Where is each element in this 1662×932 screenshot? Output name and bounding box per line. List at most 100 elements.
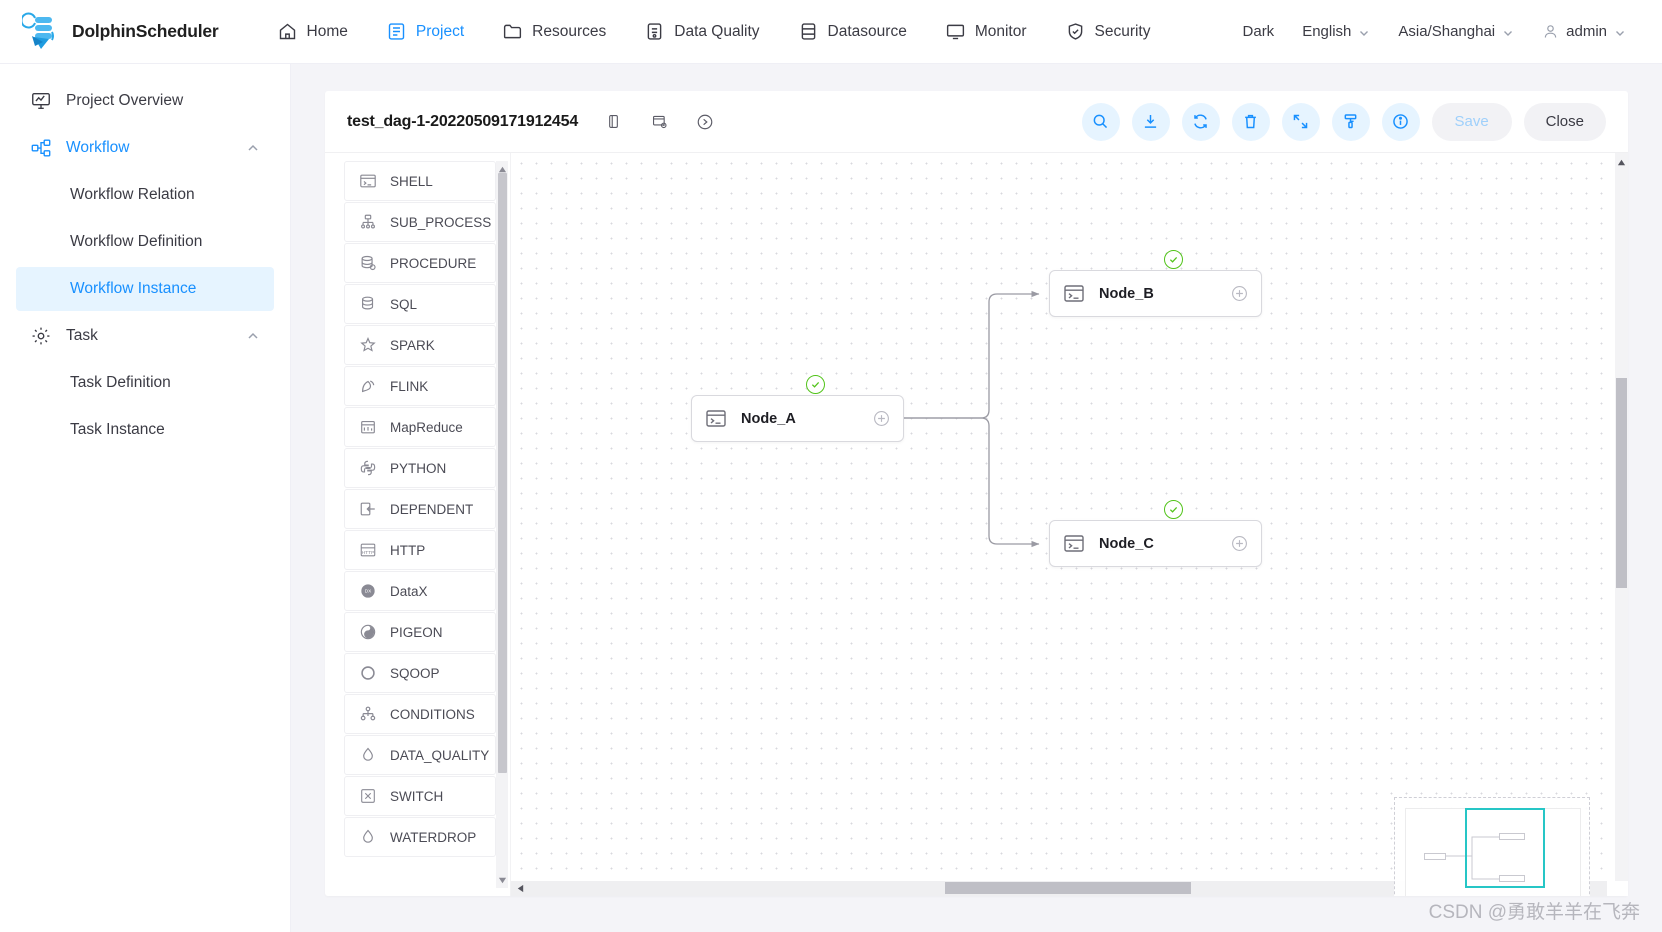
dag-name-label: test_dag-1-20220509171912454 xyxy=(347,112,579,130)
user-menu[interactable]: admin xyxy=(1528,17,1640,46)
copy-icon[interactable] xyxy=(602,111,624,133)
dag-node-node-a[interactable]: Node_A xyxy=(691,395,904,442)
sidebar-item-task-instance-label: Task Instance xyxy=(70,421,165,438)
palette-item-sqoop[interactable]: SQOOP xyxy=(344,653,496,693)
palette-item-waterdrop[interactable]: WATERDROP xyxy=(344,817,496,857)
palette-item-datax-label: DataX xyxy=(390,583,428,599)
nav-item-datasource[interactable]: Datasource xyxy=(780,13,925,50)
canvas-scroll-left-icon[interactable] xyxy=(514,882,526,894)
dag-toolbar-actions: Save Close xyxy=(1081,102,1606,141)
info-icon[interactable] xyxy=(1381,102,1420,141)
workflow-icon xyxy=(30,137,52,159)
sidebar-group-workflow[interactable]: Workflow xyxy=(16,126,274,170)
pigeon-icon xyxy=(359,623,377,641)
save-button[interactable]: Save xyxy=(1431,102,1512,141)
node-status-success-b xyxy=(1164,250,1183,269)
palette-item-sql[interactable]: SQL xyxy=(344,284,496,324)
palette-item-python[interactable]: PYTHON xyxy=(344,448,496,488)
dataquality-icon xyxy=(359,746,377,764)
sidebar-item-workflow-instance[interactable]: Workflow Instance xyxy=(16,267,274,311)
svg-text:HTTP: HTTP xyxy=(362,550,375,556)
nav-item-monitor-label: Monitor xyxy=(974,22,1027,40)
nav-item-resources[interactable]: Resources xyxy=(484,13,624,50)
sidebar-item-task-definition[interactable]: Task Definition xyxy=(16,361,274,405)
mapreduce-icon xyxy=(359,418,377,436)
palette-item-datax[interactable]: DX DataX xyxy=(344,571,496,611)
version-icon[interactable] xyxy=(648,111,670,133)
format-icon[interactable] xyxy=(1331,102,1370,141)
dag-node-node-a-label: Node_A xyxy=(741,410,796,427)
folder-icon xyxy=(502,21,523,42)
switch-icon xyxy=(359,787,377,805)
timezone-select[interactable]: Asia/Shanghai xyxy=(1384,17,1528,46)
clock-icon[interactable] xyxy=(694,111,716,133)
palette-item-procedure-label: PROCEDURE xyxy=(390,255,477,271)
user-name-label: admin xyxy=(1566,23,1607,40)
dag-minimap[interactable] xyxy=(1394,797,1590,896)
sidebar-group-task[interactable]: Task xyxy=(16,314,274,358)
palette-item-conditions-label: CONDITIONS xyxy=(390,706,475,722)
user-icon xyxy=(1542,23,1559,40)
dependent-icon xyxy=(359,500,377,518)
home-icon xyxy=(277,21,298,42)
nav-item-project[interactable]: Project xyxy=(368,13,482,50)
sidebar-item-project-overview[interactable]: Project Overview xyxy=(16,79,274,123)
palette-item-dependent-label: DEPENDENT xyxy=(390,501,474,517)
sidebar-item-workflow-relation[interactable]: Workflow Relation xyxy=(16,173,274,217)
delete-icon[interactable] xyxy=(1231,102,1270,141)
nav-item-security[interactable]: Security xyxy=(1047,13,1169,50)
palette-item-sub-process[interactable]: SUB_PROCESS xyxy=(344,202,496,242)
palette-scrollbar-thumb[interactable] xyxy=(498,173,507,773)
sidebar-item-task-instance[interactable]: Task Instance xyxy=(16,408,274,452)
sidebar-item-workflow-definition[interactable]: Workflow Definition xyxy=(16,220,274,264)
palette-item-mapreduce[interactable]: MapReduce xyxy=(344,407,496,447)
dag-toolbar: test_dag-1-20220509171912454 xyxy=(325,91,1628,153)
download-icon[interactable] xyxy=(1131,102,1170,141)
search-icon[interactable] xyxy=(1081,102,1120,141)
dag-canvas[interactable]: Node_A xyxy=(511,153,1607,881)
datax-icon: DX xyxy=(359,582,377,600)
palette-item-http[interactable]: HTTP HTTP xyxy=(344,530,496,570)
palette-scroll-up-icon[interactable] xyxy=(496,163,508,175)
dag-node-node-c-label: Node_C xyxy=(1099,535,1154,552)
nav-item-home[interactable]: Home xyxy=(259,13,366,50)
shield-icon xyxy=(1065,21,1086,42)
nav-item-project-label: Project xyxy=(415,22,465,40)
nav-item-data-quality-label: Data Quality xyxy=(674,22,760,40)
shell-icon xyxy=(1063,533,1085,555)
palette-item-data-quality[interactable]: DATA_QUALITY xyxy=(344,735,496,775)
sidebar-item-task-definition-label: Task Definition xyxy=(70,374,171,391)
palette-item-pigeon[interactable]: PIGEON xyxy=(344,612,496,652)
minimap-viewport[interactable] xyxy=(1465,808,1545,888)
refresh-icon[interactable] xyxy=(1181,102,1220,141)
palette-item-shell[interactable]: SHELL xyxy=(344,161,496,201)
watermark: CSDN @勇敢羊羊在飞奔 xyxy=(1428,902,1640,923)
shrink-icon[interactable] xyxy=(1281,102,1320,141)
dag-node-node-b[interactable]: Node_B xyxy=(1049,270,1262,317)
palette-item-flink[interactable]: FLINK xyxy=(344,366,496,406)
nav-item-monitor[interactable]: Monitor xyxy=(927,13,1045,50)
palette-scroll-down-icon[interactable] xyxy=(496,874,508,886)
palette-item-switch[interactable]: SWITCH xyxy=(344,776,496,816)
add-downstream-icon[interactable] xyxy=(1231,535,1248,552)
brand[interactable]: DolphinScheduler xyxy=(20,12,219,52)
palette-item-conditions[interactable]: CONDITIONS xyxy=(344,694,496,734)
close-button[interactable]: Close xyxy=(1523,102,1606,141)
chevron-down-icon xyxy=(1502,26,1514,38)
canvas-scroll-up-icon[interactable] xyxy=(1616,156,1627,168)
add-downstream-icon[interactable] xyxy=(1231,285,1248,302)
brand-name: DolphinScheduler xyxy=(72,21,219,41)
canvas-vertical-scrollbar-thumb[interactable] xyxy=(1616,378,1627,588)
language-select[interactable]: English xyxy=(1288,17,1384,46)
theme-toggle[interactable]: Dark xyxy=(1229,17,1289,46)
palette-item-spark[interactable]: SPARK xyxy=(344,325,496,365)
palette-item-mapreduce-label: MapReduce xyxy=(390,419,463,435)
palette-item-dependent[interactable]: DEPENDENT xyxy=(344,489,496,529)
http-icon: HTTP xyxy=(359,541,377,559)
gear-icon xyxy=(30,325,52,347)
nav-item-data-quality[interactable]: Data Quality xyxy=(626,13,777,50)
dag-node-node-c[interactable]: Node_C xyxy=(1049,520,1262,567)
palette-item-procedure[interactable]: PROCEDURE xyxy=(344,243,496,283)
add-downstream-icon[interactable] xyxy=(873,410,890,427)
canvas-horizontal-scrollbar-thumb[interactable] xyxy=(945,882,1191,894)
